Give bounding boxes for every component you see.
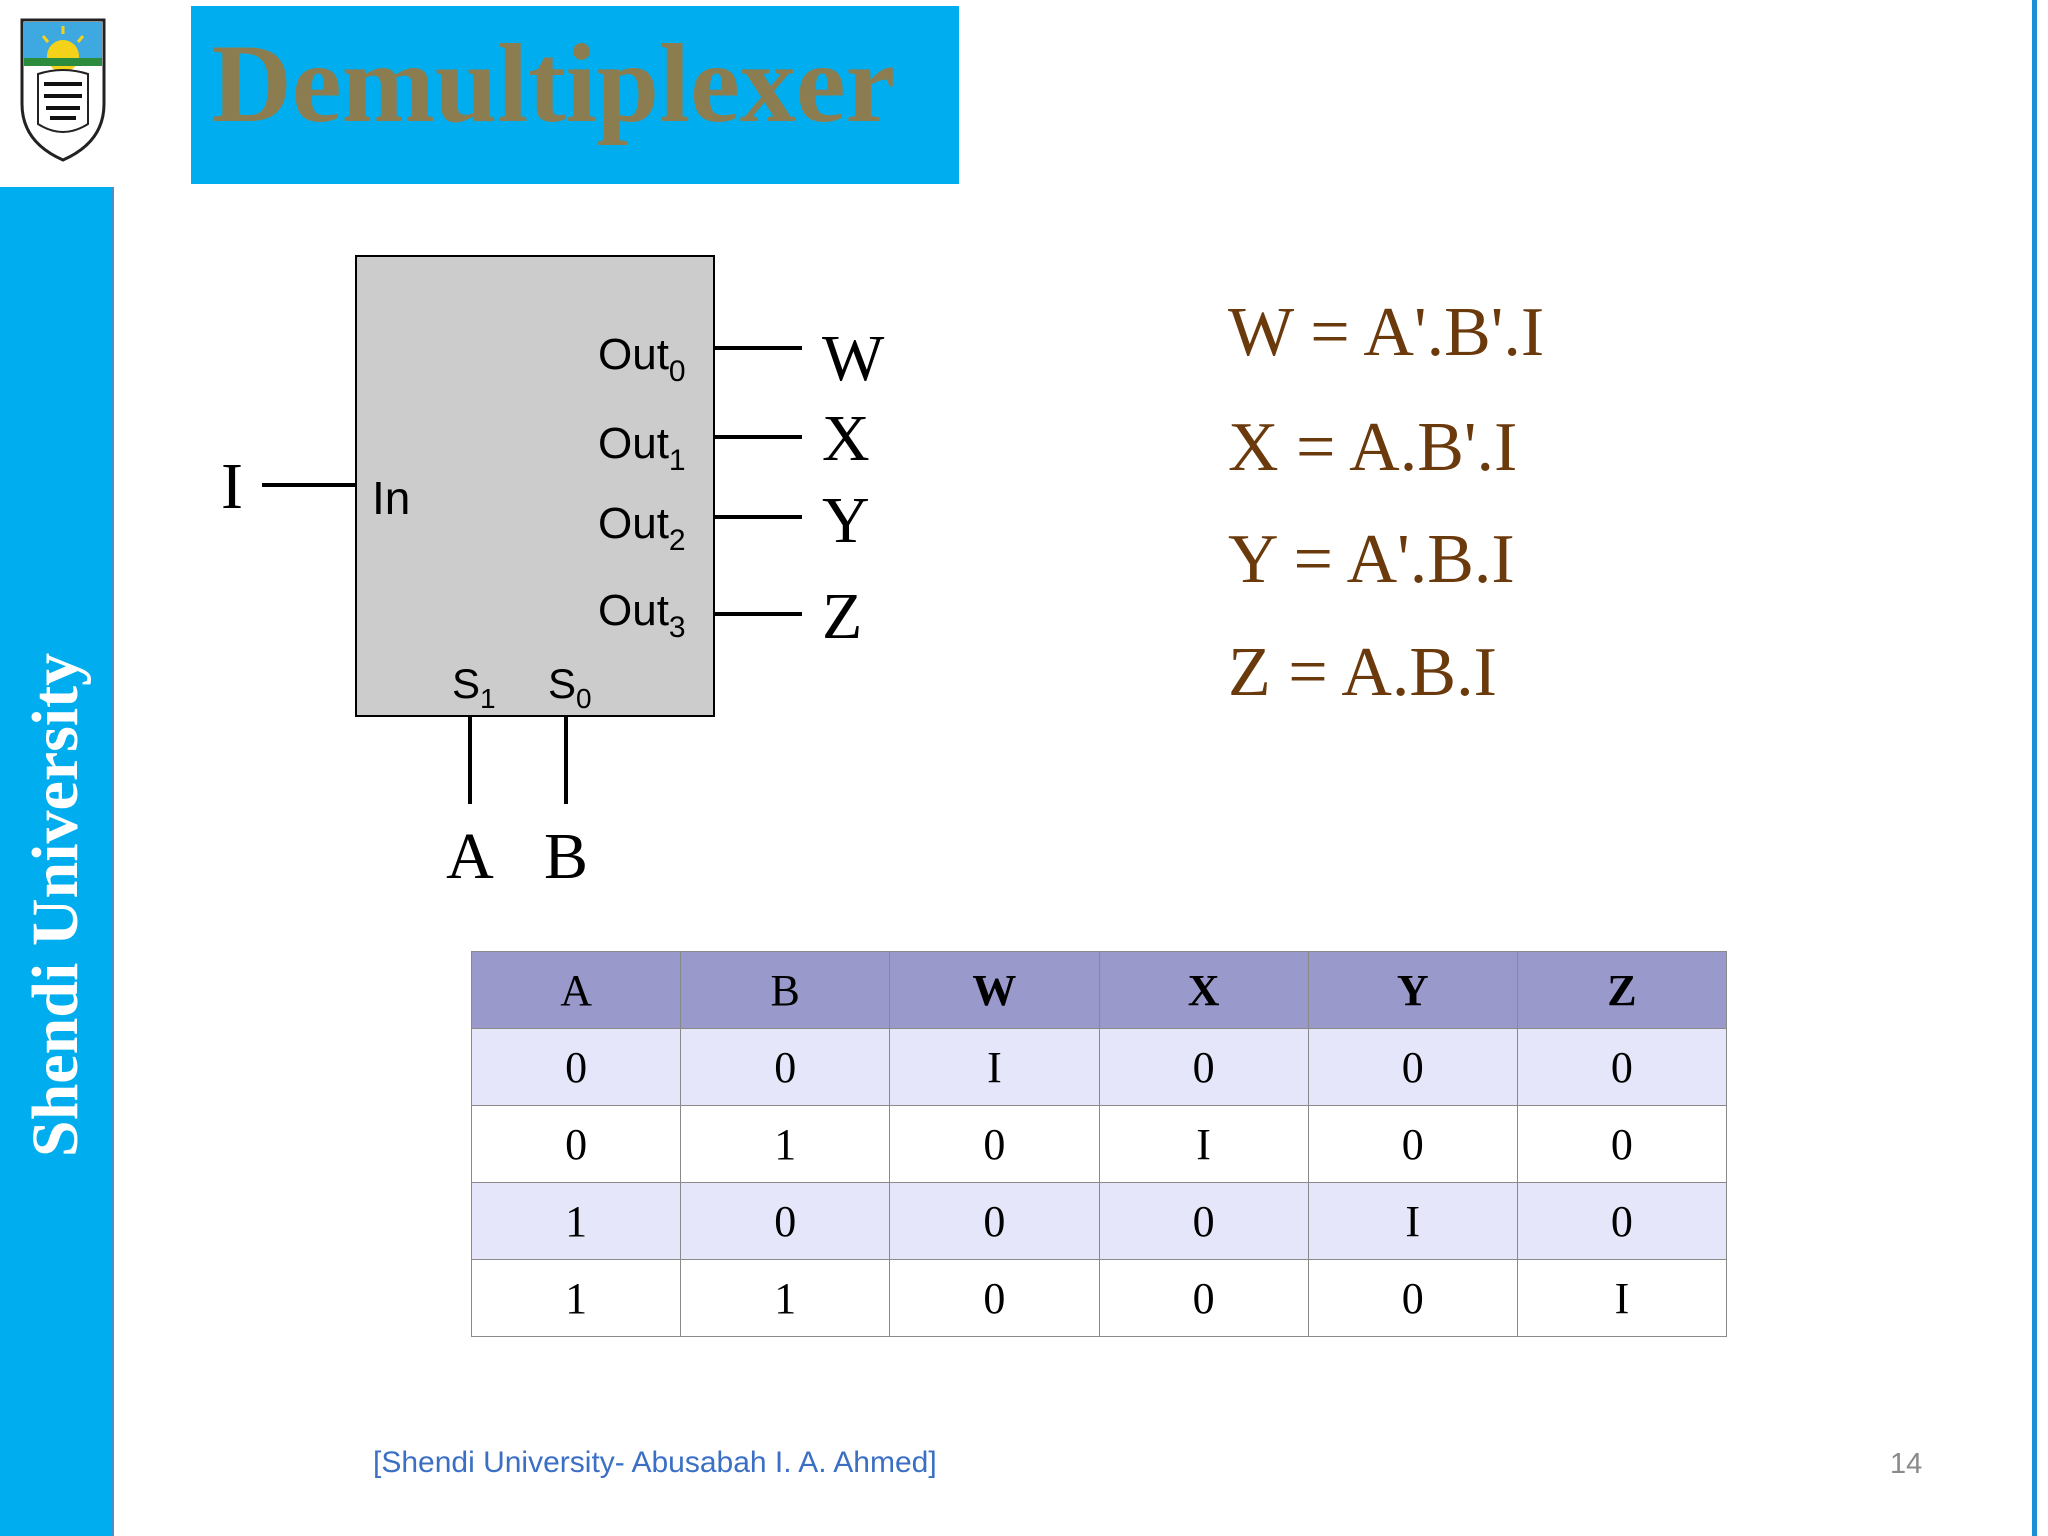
select-port-s1-label: S1 xyxy=(452,660,496,714)
table-cell: 1 xyxy=(680,1105,891,1183)
table-cell: 0 xyxy=(889,1105,1100,1183)
table-cell: I xyxy=(1098,1105,1309,1183)
select-port-s0-label: S0 xyxy=(548,660,592,714)
equation-x: X = A.B'.I xyxy=(1228,409,1518,486)
right-border-line xyxy=(2032,0,2037,1536)
table-cell: 0 xyxy=(470,1105,682,1183)
select-signal-b: B xyxy=(544,820,588,893)
table-cell: 1 xyxy=(680,1259,891,1337)
equation-w: W = A'.B'.I xyxy=(1228,294,1545,371)
table-cell: I xyxy=(889,1028,1100,1106)
input-signal-label: I xyxy=(221,450,243,523)
table-row: 1 1 0 0 0 I xyxy=(470,1259,1728,1337)
connection-lines xyxy=(262,346,802,804)
table-cell: I xyxy=(1307,1182,1518,1260)
table-cell: 0 xyxy=(1516,1028,1728,1106)
header-a: A xyxy=(470,951,682,1029)
table-cell: 0 xyxy=(1516,1182,1728,1260)
table-header-row: A B W X Y Z xyxy=(470,951,1728,1029)
table-cell: 1 xyxy=(470,1259,682,1337)
table-row: 0 0 I 0 0 0 xyxy=(470,1028,1728,1106)
table-row: 0 1 0 I 0 0 xyxy=(470,1105,1728,1183)
demux-block xyxy=(355,255,715,717)
table-cell: 0 xyxy=(1307,1105,1518,1183)
title-banner: Demultiplexer xyxy=(191,6,959,184)
university-crest-icon xyxy=(20,18,106,162)
slide-title: Demultiplexer xyxy=(211,22,896,146)
table-cell: 0 xyxy=(1307,1259,1518,1337)
equation-y: Y = A'.B.I xyxy=(1228,521,1515,598)
output-port-0-label: Out0 xyxy=(598,330,686,388)
header-w: W xyxy=(889,951,1100,1029)
table-cell: 0 xyxy=(889,1182,1100,1260)
table-cell: 0 xyxy=(680,1028,891,1106)
table-cell: 0 xyxy=(1307,1028,1518,1106)
truth-table: A B W X Y Z 0 0 I 0 0 0 0 1 0 I 0 0 1 0 … xyxy=(470,951,1728,1337)
table-row: 1 0 0 0 I 0 xyxy=(470,1182,1728,1260)
demux-block-diagram: I In Out0 Out1 Out2 Out3 W X Y Z S1 S0 A… xyxy=(221,255,885,893)
header-b: B xyxy=(680,951,891,1029)
table-cell: 0 xyxy=(470,1028,682,1106)
input-port-label: In xyxy=(372,472,410,524)
table-cell: 0 xyxy=(1098,1028,1309,1106)
page-number: 14 xyxy=(1890,1448,1923,1480)
output-port-2-label: Out2 xyxy=(598,499,686,557)
output-signal-y: Y xyxy=(822,484,870,557)
table-cell: 0 xyxy=(1098,1182,1309,1260)
slide-footer: [Shendi University- Abusabah I. A. Ahmed… xyxy=(373,1446,937,1479)
table-cell: 0 xyxy=(1516,1105,1728,1183)
select-signal-a: A xyxy=(446,820,494,893)
equation-z: Z = A.B.I xyxy=(1228,634,1497,711)
table-cell: I xyxy=(1516,1259,1728,1337)
side-accent-bar xyxy=(0,187,114,1536)
output-signal-w: W xyxy=(822,322,885,395)
table-cell: 0 xyxy=(889,1259,1100,1337)
output-signal-z: Z xyxy=(822,580,862,653)
header-z: Z xyxy=(1516,951,1728,1029)
header-x: X xyxy=(1098,951,1309,1029)
table-cell: 1 xyxy=(470,1182,682,1260)
header-y: Y xyxy=(1307,951,1518,1029)
output-port-1-label: Out1 xyxy=(598,419,686,477)
table-cell: 0 xyxy=(1098,1259,1309,1337)
output-signal-x: X xyxy=(822,402,870,475)
output-port-3-label: Out3 xyxy=(598,586,686,644)
table-cell: 0 xyxy=(680,1182,891,1260)
